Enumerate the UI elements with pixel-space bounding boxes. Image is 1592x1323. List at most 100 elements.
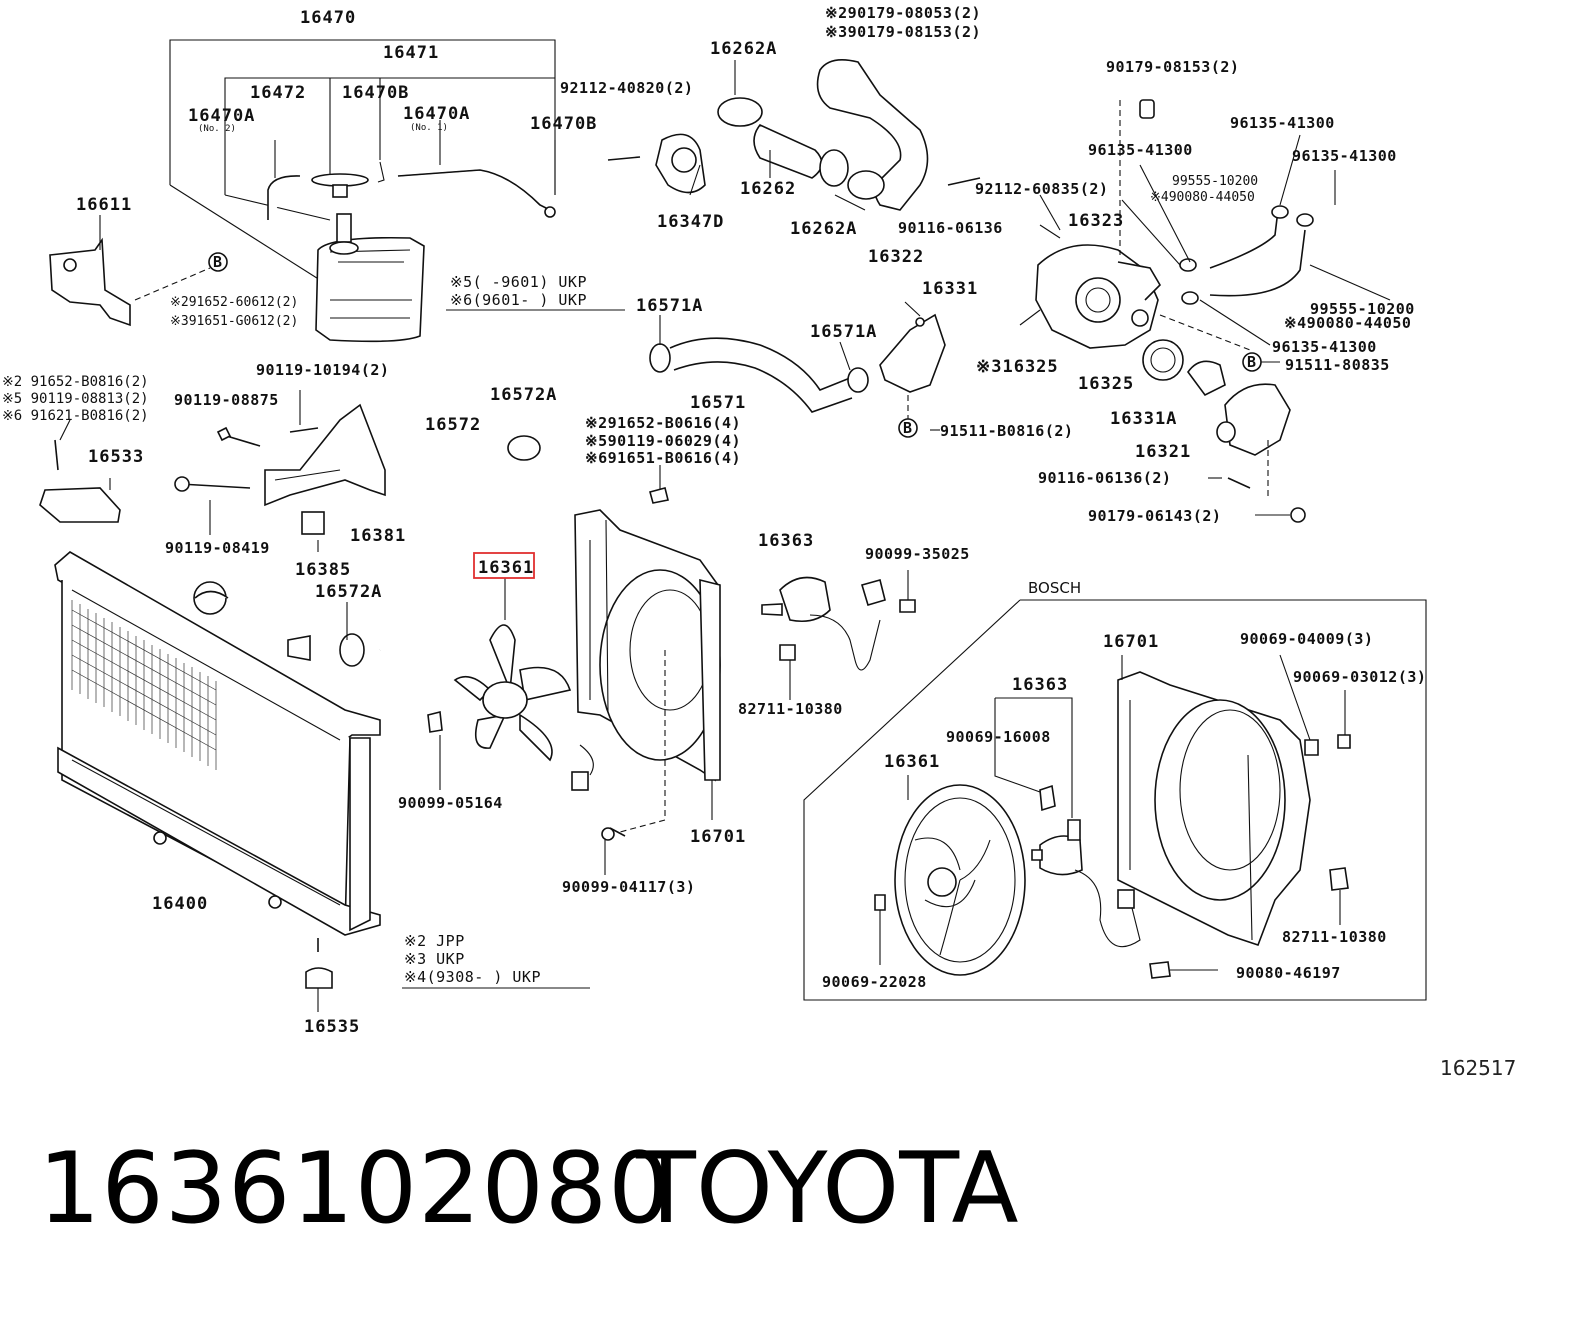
label-16361-highlighted: 16361 xyxy=(478,558,534,578)
label-82711-10380: 82711-10380 xyxy=(738,700,843,718)
label-16533: 16533 xyxy=(88,447,144,467)
label-91511-80835: 91511-80835 xyxy=(1285,356,1390,374)
label-note: (No. 1) xyxy=(410,123,448,133)
bypass-hoses-right xyxy=(1119,99,1314,351)
label-16535: 16535 xyxy=(304,1017,360,1037)
label-16701: 16701 xyxy=(1103,632,1159,652)
label-96135-41300: 96135-41300 xyxy=(1272,338,1377,356)
label-90099-05164: 90099-05164 xyxy=(398,794,503,812)
label-16262A: 16262A xyxy=(790,219,857,239)
label-91652-60612: ※291652-60612(2) xyxy=(170,295,298,310)
label-91652-B0616: ※291652-B0616(4) xyxy=(585,414,741,432)
label-90099-35025: 90099-35025 xyxy=(865,545,970,563)
label-16572A: 16572A xyxy=(490,385,557,405)
label-16323: 16323 xyxy=(1068,211,1124,231)
label-16381: 16381 xyxy=(350,526,406,546)
bosch-box xyxy=(803,599,1427,1001)
label-90119-10194: 90119-10194(2) xyxy=(256,361,389,379)
label-90069-03012: 90069-03012(3) xyxy=(1293,668,1426,686)
label-note-3: ※3 UKP xyxy=(404,950,465,968)
water-pump-housing xyxy=(1019,224,1162,349)
label-16471: 16471 xyxy=(383,43,439,63)
bosch-leaders xyxy=(907,655,1123,818)
misc-leaders xyxy=(59,134,1391,989)
bracket-16381 xyxy=(174,403,386,535)
label-99555-10200: 99555-10200 xyxy=(1172,174,1258,189)
label-note-2: ※2 JPP xyxy=(404,932,465,950)
nut-90099-05164 xyxy=(427,711,443,790)
label-96135-41300: 96135-41300 xyxy=(1230,114,1335,132)
circle-b-label: B xyxy=(1247,353,1257,371)
label-16400: 16400 xyxy=(152,894,208,914)
fan-shroud-16701 xyxy=(571,509,721,841)
label-91651-B0616: ※691651-B0616(4) xyxy=(585,449,741,467)
label-note: (No. 2) xyxy=(198,124,236,134)
label-90116-06136: 90116-06136 xyxy=(898,219,1003,237)
label-note-4: ※4(9308- ) UKP xyxy=(404,968,541,986)
bolt-90119-08875 xyxy=(216,426,232,442)
label-16262: 16262 xyxy=(740,179,796,199)
reservoir-cap xyxy=(311,173,369,198)
label-16262A: 16262A xyxy=(710,39,777,59)
label-16472: 16472 xyxy=(250,83,306,103)
reservoir-hoses xyxy=(267,161,556,220)
fan-16361 xyxy=(453,578,572,762)
brand-name: TOYOTA xyxy=(636,1132,1019,1246)
label-16470A: 16470A xyxy=(403,104,470,124)
label-90080-44050: ※490080-44050 xyxy=(1150,190,1255,205)
circle-b-markers: B B B xyxy=(213,253,1262,437)
circle-b-label: B xyxy=(903,419,913,437)
label-16571A: 16571A xyxy=(636,296,703,316)
label-91651-G0612: ※391651-G0612(2) xyxy=(170,314,298,329)
label-16470B: 16470B xyxy=(530,114,597,134)
label-16325: 16325 xyxy=(1078,374,1134,394)
label-16385: 16385 xyxy=(295,560,351,580)
motor-16363 xyxy=(761,570,916,700)
label-90119-06029: ※590119-06029(4) xyxy=(585,432,741,450)
label-90119-08813: ※5 90119-08813(2) xyxy=(2,391,149,407)
label-90116-06136: 90116-06136(2) xyxy=(1038,469,1171,487)
label-91511-B0816: 91511-B0816(2) xyxy=(940,422,1073,440)
label-16363: 16363 xyxy=(758,531,814,551)
upper-hose-group xyxy=(607,59,981,211)
label-96135-41300: 96135-41300 xyxy=(1088,141,1193,159)
label-90069-16008: 90069-16008 xyxy=(946,728,1051,746)
label-96135-41300: 96135-41300 xyxy=(1292,147,1397,165)
bosch-shroud xyxy=(1117,654,1351,947)
label-90119-08419: 90119-08419 xyxy=(165,539,270,557)
label-90179-08153: ※390179-08153(2) xyxy=(825,23,981,41)
label-16331A: 16331A xyxy=(1110,409,1177,429)
label-90080-44050: ※490080-44050 xyxy=(1284,314,1411,332)
label-92112-60835: 92112-60835(2) xyxy=(975,180,1108,198)
bracket-16533 xyxy=(39,439,121,523)
label-90099-04117: 90099-04117(3) xyxy=(562,878,695,896)
label-90179-08053: ※290179-08053(2) xyxy=(825,4,981,22)
label-16571A: 16571A xyxy=(810,322,877,342)
label-16470B: 16470B xyxy=(342,83,409,103)
label-16321: 16321 xyxy=(1135,442,1191,462)
label-16325: ※316325 xyxy=(976,357,1059,377)
part-number: 1636102080 xyxy=(38,1132,672,1246)
label-bosch: BOSCH xyxy=(1028,579,1081,597)
label-note-6: ※6(9601- ) UKP xyxy=(450,291,587,309)
label-16572A: 16572A xyxy=(315,582,382,602)
circle-b-label: B xyxy=(213,253,223,271)
label-16331: 16331 xyxy=(922,279,978,299)
label-90179-06143: 90179-06143(2) xyxy=(1088,507,1221,525)
label-90080-46197: 90080-46197 xyxy=(1236,964,1341,982)
label-82711-10380: 82711-10380 xyxy=(1282,928,1387,946)
label-92112-40820: 92112-40820(2) xyxy=(560,79,693,97)
radiator-core-hatch xyxy=(71,600,217,770)
leader-lines-reservoir xyxy=(169,39,556,281)
highlight-box xyxy=(473,552,535,579)
bosch-motor xyxy=(1031,784,1218,979)
label-16470: 16470 xyxy=(300,8,356,28)
label-90069-22028: 90069-22028 xyxy=(822,973,927,991)
reservoir-tank xyxy=(315,213,425,343)
label-16571: 16571 xyxy=(690,393,746,413)
radiator-hose-16572 xyxy=(339,430,541,667)
label-90179-08153: 90179-08153(2) xyxy=(1106,58,1239,76)
label-16470A: 16470A xyxy=(188,106,255,126)
